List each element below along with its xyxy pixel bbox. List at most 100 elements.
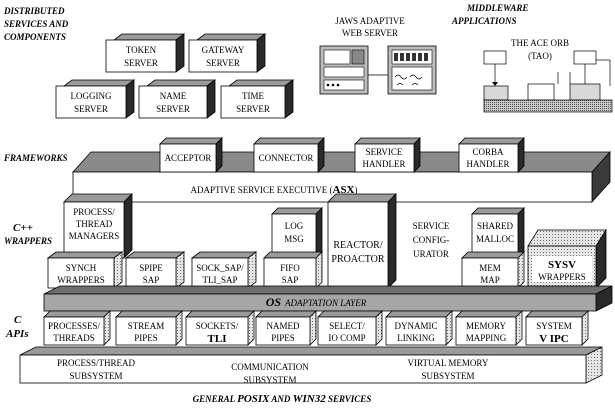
ptm-line-3: MANAGERS xyxy=(69,231,120,241)
footer-and: AND xyxy=(270,394,291,404)
token-line-1: TOKEN xyxy=(126,45,157,55)
named-line-2: PIPES xyxy=(271,333,295,343)
ptm-line-2: THREAD xyxy=(76,219,113,229)
log-msg-line-2: MSG xyxy=(284,234,304,244)
sysv-line-1: SYSV xyxy=(548,259,576,271)
token-line-2: SERVER xyxy=(124,58,158,68)
memory-line-2: MAPPING xyxy=(466,333,507,343)
reactor-line-2: PROACTOR xyxy=(331,254,384,265)
acceptor-box: ACCEPTOR xyxy=(159,137,223,173)
gateway-line-1: GATEWAY xyxy=(202,45,245,55)
middleware-line-1: MIDDLEWARE xyxy=(466,3,528,13)
os-rest-label: ADAPTATION LAYER xyxy=(284,298,367,308)
wrappers-label: WRAPPERS xyxy=(4,236,52,246)
process-subsystem-line-2: SUBSYSTEM xyxy=(69,371,122,381)
asx-label: ADAPTIVE SERVICE EXECUTIVE (ASX) xyxy=(190,184,357,196)
gateway-server-box: GATEWAY SERVER xyxy=(188,33,267,73)
name-server-box: NAME SERVER xyxy=(138,79,217,119)
service-configurator: SERVICE CONFIG- URATOR xyxy=(413,221,450,259)
sock-line-2: TLI_SAP xyxy=(202,275,237,285)
proc-line-2: THREADS xyxy=(53,333,95,343)
synch-line-2: WRAPPERS xyxy=(57,275,105,285)
footer-win32: WIN32 xyxy=(293,393,327,405)
asx-suffix: ) xyxy=(355,185,358,195)
service-handler-line-1: SERVICE xyxy=(366,147,403,157)
mem-map-box: MEM MAP xyxy=(461,251,525,289)
sock-line-1: SOCK_SAP/ xyxy=(196,263,244,273)
svc-config-line-1: SERVICE xyxy=(413,221,450,231)
ptm-line-1: PROCESS/ xyxy=(73,207,115,217)
middleware-line-2: APPLICATIONS xyxy=(451,16,517,26)
memory-line-1: MEMORY xyxy=(466,321,507,331)
corba-handler-line-1: CORBA xyxy=(472,147,504,157)
sockets-tli-box: SOCKETS/ TLI xyxy=(185,310,255,346)
named-pipes-box: NAMED PIPES xyxy=(255,310,317,346)
distributed-line-1: DISTRIBUTED xyxy=(3,6,65,16)
fifo-sap-box: FIFO SAP xyxy=(263,251,323,289)
sockets-line-2: TLI xyxy=(208,333,227,345)
gateway-line-2: SERVER xyxy=(206,58,240,68)
reactor-line-1: REACTOR/ xyxy=(333,240,382,251)
distributed-services-header: DISTRIBUTED SERVICES AND COMPONENTS xyxy=(3,6,69,42)
time-line-2: SERVER xyxy=(236,104,270,114)
system-line-2: V IPC xyxy=(539,333,568,345)
vm-subsystem-line-2: SUBSYSTEM xyxy=(421,371,474,381)
asx-abbr: ASX xyxy=(333,184,355,196)
cpp-label: C++ xyxy=(13,222,33,234)
name-line-1: NAME xyxy=(160,91,187,101)
spipe-sap-box: SPIPE SAP xyxy=(124,251,186,289)
name-line-2: SERVER xyxy=(156,104,190,114)
fifo-line-1: FIFO xyxy=(280,263,300,273)
comm-subsystem-line-1: COMMUNICATION xyxy=(231,362,309,372)
svc-config-line-2: CONFIG- xyxy=(413,235,450,245)
footer-services: SERVICES xyxy=(328,394,371,404)
dynamic-linking-box: DYNAMIC LINKING xyxy=(385,310,453,346)
proc-line-1: PROCESSES/ xyxy=(48,321,101,331)
svc-config-line-3: URATOR xyxy=(413,249,449,259)
logging-server-box: LOGGING SERVER xyxy=(55,79,136,119)
sockets-line-1: SOCKETS/ xyxy=(196,321,239,331)
c-api-row: PROCESSES/ THREADS STREAM PIPES SOCKETS/… xyxy=(43,310,589,346)
logging-line-1: LOGGING xyxy=(71,91,112,101)
system-v-ipc-box: SYSTEM V IPC xyxy=(525,310,589,346)
frameworks-label: FRAMEWORKS xyxy=(3,153,68,163)
synch-wrappers-box: SYNCH WRAPPERS xyxy=(46,251,124,289)
dynamic-line-1: DYNAMIC xyxy=(394,321,437,331)
system-line-1: SYSTEM xyxy=(536,321,572,331)
time-line-1: TIME xyxy=(242,91,264,101)
shared-malloc-box: SHARED MALLOC xyxy=(471,207,525,259)
log-msg-box: LOG MSG xyxy=(271,207,323,259)
distributed-line-3: COMPONENTS xyxy=(4,32,66,42)
memory-mapping-box: MEMORY MAPPING xyxy=(455,310,523,346)
connector-box: CONNECTOR xyxy=(253,137,325,173)
footer-label: GENERAL POSIX AND WIN32 SERVICES xyxy=(193,393,372,405)
reactor-proactor-box: REACTOR/ PROACTOR xyxy=(327,193,397,289)
tao-line-1: THE ACE ORB xyxy=(511,38,569,48)
time-server-box: TIME SERVER xyxy=(220,79,295,119)
comm-subsystem-line-2: SUBSYSTEM xyxy=(243,375,296,385)
acceptor-label: ACCEPTOR xyxy=(165,153,212,163)
shared-malloc-line-2: MALLOC xyxy=(476,234,514,244)
jaws-web-server: JAWS ADAPTIVE WEB SERVER xyxy=(319,16,437,95)
process-subsystem-line-1: PROCESS/THREAD xyxy=(57,358,136,368)
named-line-1: NAMED xyxy=(267,321,300,331)
mem-map-line-1: MEM xyxy=(479,263,501,273)
stream-line-2: PIPES xyxy=(134,333,158,343)
stream-pipes-box: STREAM PIPES xyxy=(115,310,183,346)
select-io-comp-box: SELECT/ IO COMP xyxy=(317,310,383,346)
corba-handler-box: CORBA HANDLER xyxy=(458,137,525,173)
corba-handler-line-2: HANDLER xyxy=(467,159,510,169)
subsystem-slab: PROCESS/THREAD SUBSYSTEM COMMUNICATION S… xyxy=(19,346,603,385)
sysv-line-2: WRAPPERS xyxy=(538,272,586,282)
vm-subsystem-line-1: VIRTUAL MEMORY xyxy=(408,358,489,368)
process-thread-managers-box: PROCESS/ THREAD MANAGERS xyxy=(63,193,133,259)
fifo-line-2: SAP xyxy=(282,275,299,285)
jaws-line-2: WEB SERVER xyxy=(342,28,398,38)
c-label: C xyxy=(14,314,22,326)
connector-label: CONNECTOR xyxy=(259,153,314,163)
select-line-1: SELECT/ xyxy=(329,321,365,331)
select-line-2: IO COMP xyxy=(328,333,365,343)
footer-posix: POSIX xyxy=(237,393,270,405)
